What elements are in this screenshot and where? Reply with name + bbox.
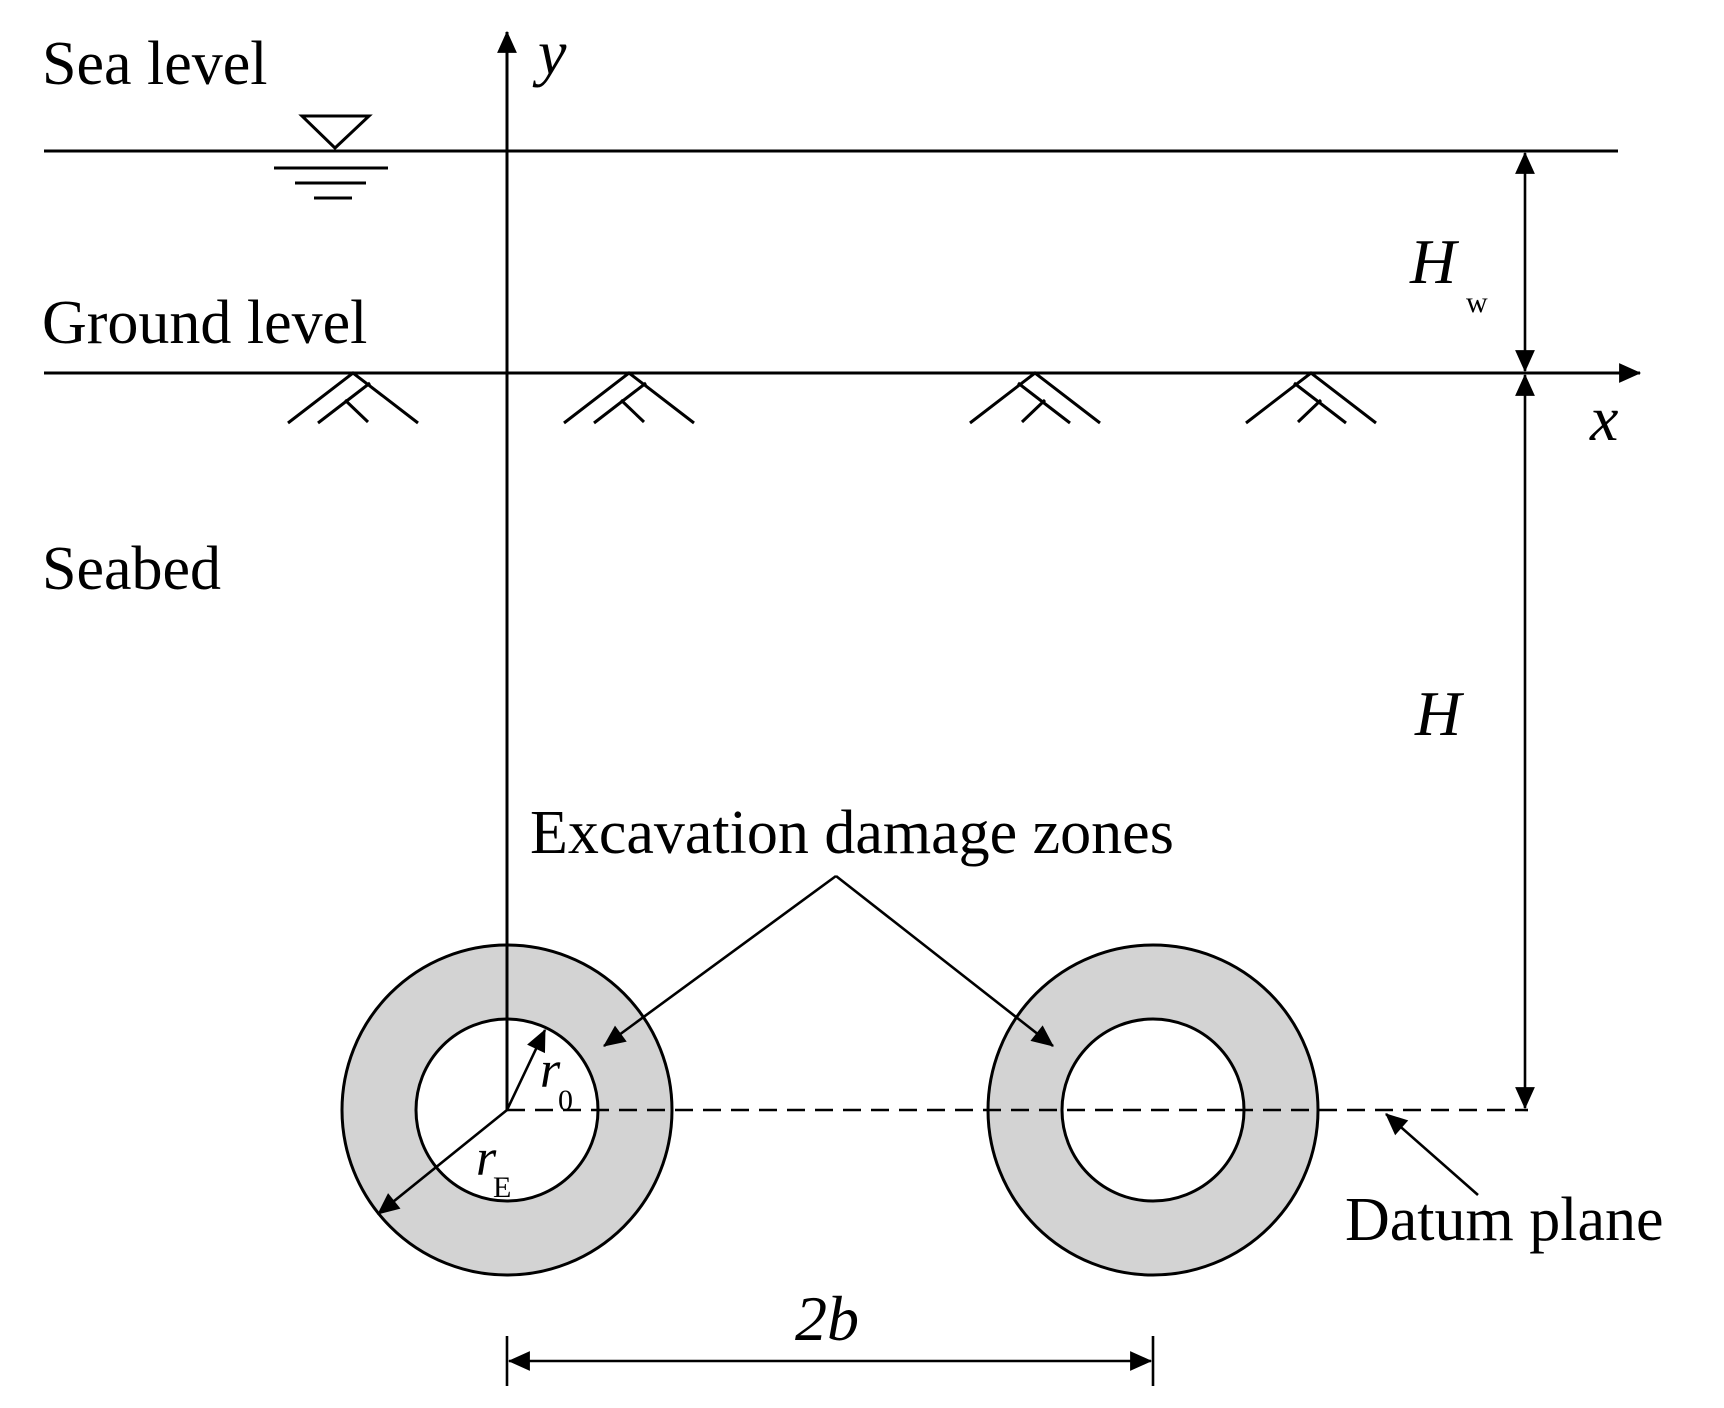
seabed-label: Seabed	[42, 535, 221, 603]
hw-label: H	[1409, 226, 1460, 297]
edz-leader-right	[835, 874, 1054, 1048]
edz-label: Excavation damage zones	[530, 799, 1174, 867]
datum-plane-leader	[1385, 1113, 1479, 1196]
edz-leader-left	[603, 874, 837, 1048]
re-label-subscript: E	[493, 1171, 511, 1204]
r0-label: r	[540, 1042, 561, 1099]
ground-hatch-3	[969, 371, 1101, 425]
sea-level-label: Sea level	[42, 30, 268, 98]
r0-arrow	[505, 1029, 547, 1111]
y-axis-label: y	[532, 17, 567, 88]
re-arrow	[377, 1108, 508, 1216]
ground-level-label: Ground level	[42, 289, 367, 357]
h-label: H	[1414, 678, 1465, 749]
water-level-symbol	[274, 114, 388, 200]
ground-hatch-2	[563, 371, 695, 425]
r0-label-subscript: 0	[558, 1084, 573, 1117]
two-b-label: 2b	[795, 1283, 859, 1354]
ground-hatch-symbols	[287, 371, 1377, 425]
hw-label-subscript: w	[1466, 286, 1488, 319]
ground-hatch-4	[1245, 371, 1377, 425]
datum-plane-label: Datum plane	[1345, 1186, 1664, 1254]
x-axis-label: x	[1589, 383, 1618, 454]
re-label: r	[476, 1130, 497, 1187]
ground-hatch-1	[287, 371, 419, 425]
